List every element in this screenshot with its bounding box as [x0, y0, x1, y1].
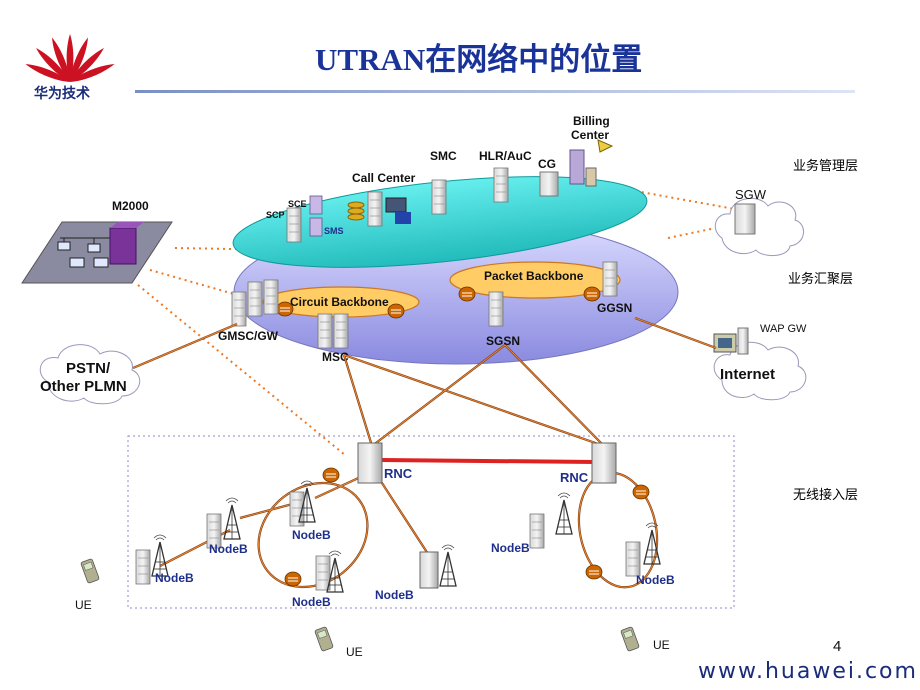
- m2000-label: M2000: [112, 199, 149, 213]
- billing-center-server: [569, 139, 614, 187]
- nodeb-5-label: NodeB: [375, 588, 414, 602]
- nodeb-6-label: NodeB: [491, 541, 530, 555]
- pstn-label-2: Other PLMN: [40, 378, 127, 395]
- ue-3-icon: [620, 626, 640, 652]
- ue-1-icon: [80, 558, 100, 584]
- smc-label: SMC: [430, 149, 457, 163]
- ggsn-label: GGSN: [597, 301, 632, 315]
- iur-link: [379, 458, 597, 464]
- circuit-backbone-label: Circuit Backbone: [290, 295, 389, 309]
- nodeb-2-icon: [206, 497, 241, 549]
- gmsc-gw-label: GMSC/GW: [218, 329, 279, 343]
- cg-label: CG: [538, 157, 556, 171]
- logo-text: 华为技术: [34, 85, 90, 101]
- packet-backbone-label: Packet Backbone: [484, 269, 584, 283]
- radio-access-region: [127, 435, 735, 609]
- page-number: 4: [833, 638, 841, 655]
- router-icon: [585, 564, 603, 580]
- sgsn-server: [488, 291, 504, 327]
- core-links-highlight: [132, 317, 717, 447]
- nodeb-3-icon: [289, 480, 316, 527]
- ue-1-label: UE: [75, 598, 92, 612]
- nodeb-1-label: NodeB: [155, 571, 194, 585]
- cg-server: [539, 171, 559, 197]
- access-links: [159, 471, 659, 589]
- sgw-label: SGW: [735, 187, 767, 202]
- sgw-cloud-icon: [714, 198, 804, 256]
- smc-server: [431, 179, 447, 215]
- nodeb-5-icon: [419, 544, 457, 589]
- ue-2-icon: [314, 626, 334, 652]
- layer-service-management: 业务管理层: [793, 158, 858, 173]
- router-icon: [583, 286, 601, 302]
- nodeb-3-label: NodeB: [292, 528, 331, 542]
- layer-radio-access: 无线接入层: [793, 487, 858, 502]
- rnc-left-label: RNC: [384, 466, 413, 481]
- router-icon: [284, 571, 302, 587]
- ue-2-label: UE: [346, 645, 363, 659]
- huawei-logo: 华为技术: [25, 34, 115, 101]
- router-icon: [387, 303, 405, 319]
- router-icon: [458, 286, 476, 302]
- nodeb-2-label: NodeB: [209, 542, 248, 556]
- call-center-icon: [347, 191, 411, 227]
- call-center-label: Call Center: [352, 171, 416, 185]
- router-icon: [322, 467, 340, 483]
- page-title: UTRAN在网络中的位置: [315, 42, 642, 77]
- pstn-cloud-icon: [39, 344, 141, 405]
- nodeb-7-icon: [625, 522, 661, 577]
- pstn-label-1: PSTN/: [66, 360, 111, 377]
- rnc-left-cabinet: [357, 442, 383, 484]
- m2000-icon: [21, 221, 173, 284]
- internet-cloud-icon: [713, 327, 807, 401]
- layer-service-convergence: 业务汇聚层: [788, 271, 853, 286]
- scp-label: SCP: [266, 210, 285, 220]
- billing-center-label-2: Center: [571, 128, 609, 142]
- sce-label: SCE: [288, 199, 307, 209]
- router-icon: [632, 484, 650, 500]
- ggsn-server: [602, 261, 618, 297]
- billing-center-label-1: Billing: [573, 114, 610, 128]
- scp-server: [286, 207, 302, 243]
- nodeb-6-icon: [529, 492, 573, 549]
- sms-label: SMS: [324, 226, 344, 236]
- wap-gw-label: WAP GW: [760, 323, 807, 335]
- hlr-auc-server: [493, 167, 509, 203]
- packet-backbone-ring: [449, 261, 621, 299]
- hlr-auc-label: HLR/AuC: [479, 149, 532, 163]
- nodeb-4-label: NodeB: [292, 595, 331, 609]
- router-icon: [276, 301, 294, 317]
- msc-label: MSC: [322, 350, 349, 364]
- sgsn-label: SGSN: [486, 334, 520, 348]
- rnc-right-label: RNC: [560, 470, 589, 485]
- ue-3-label: UE: [653, 638, 670, 652]
- sms-server: [309, 195, 323, 237]
- internet-label: Internet: [720, 366, 775, 383]
- footer-url: www.huawei.com: [698, 659, 918, 684]
- nodeb-4-icon: [315, 550, 344, 593]
- rnc-right-cabinet: [591, 442, 617, 484]
- title-underline: [135, 90, 855, 93]
- nodeb-7-label: NodeB: [636, 573, 675, 587]
